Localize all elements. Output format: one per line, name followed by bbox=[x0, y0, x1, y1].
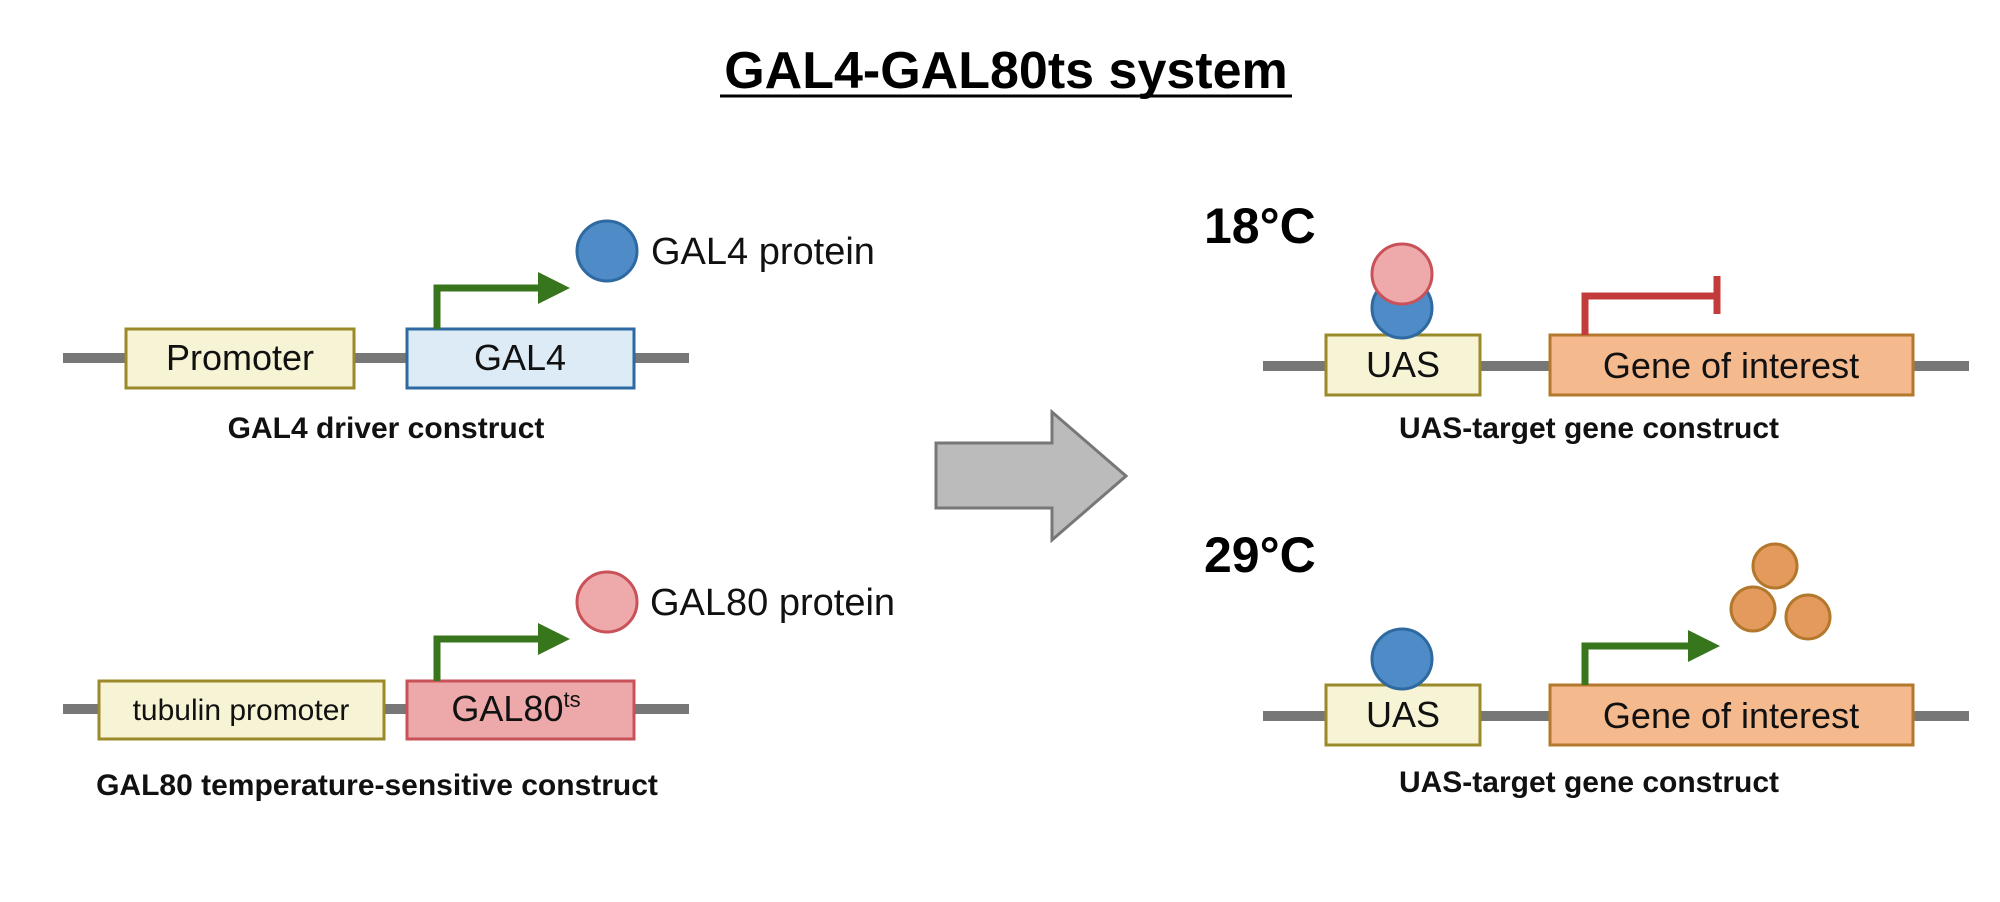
expressed-protein-icon bbox=[1751, 542, 1799, 590]
gal4-gene-box bbox=[405, 327, 636, 390]
temperature-label-18c: 18°C bbox=[1204, 198, 1316, 254]
transcription-arrow bbox=[433, 284, 540, 329]
transcription-arrow bbox=[433, 635, 540, 681]
expressed-protein-icon bbox=[1784, 593, 1832, 641]
uas-label: UAS bbox=[1366, 344, 1440, 385]
tubulin-promoter-label: tubulin promoter bbox=[133, 694, 350, 727]
transcription-arrowhead bbox=[1688, 630, 1720, 662]
condition-18c: 18°C UAS Gene of interest UAS-target gen… bbox=[1204, 198, 1969, 445]
expressed-protein-icon bbox=[1729, 585, 1777, 633]
gal4-protein-label: GAL4 protein bbox=[651, 231, 875, 273]
gene-of-interest-label: Gene of interest bbox=[1603, 345, 1859, 386]
gene-of-interest-label: Gene of interest bbox=[1603, 695, 1859, 736]
gal80-construct-caption: GAL80 temperature-sensitive construct bbox=[96, 769, 658, 802]
transcription-arrow bbox=[1581, 642, 1690, 685]
transcription-arrowhead bbox=[538, 623, 570, 655]
promoter-box bbox=[124, 327, 356, 390]
blocked-transcription-arrow bbox=[1581, 292, 1717, 335]
gal80-protein-label: GAL80 protein bbox=[650, 582, 895, 624]
promoter-label: Promoter bbox=[166, 337, 314, 378]
uas-box bbox=[1324, 333, 1482, 397]
big-right-arrow bbox=[934, 408, 1129, 544]
tubulin-promoter-box bbox=[97, 679, 386, 741]
gal4-protein-icon bbox=[575, 219, 639, 283]
gal80-superscript: ts bbox=[563, 687, 580, 712]
gal80-gene-box bbox=[405, 679, 636, 741]
gal4-driver-caption: GAL4 driver construct bbox=[228, 412, 545, 445]
transcription-arrowhead bbox=[538, 272, 570, 304]
gal4-driver-construct: Promoter GAL4 GAL4 protein GAL4 driver c… bbox=[63, 219, 875, 445]
gal80-ts-construct: tubulin promoter GAL80ts GAL80 protein G… bbox=[63, 570, 895, 802]
temperature-label-29c: 29°C bbox=[1204, 527, 1316, 583]
gal4-gene-label: GAL4 bbox=[474, 337, 566, 378]
gene-of-interest-box bbox=[1548, 333, 1915, 397]
uas-label: UAS bbox=[1366, 694, 1440, 735]
gal80-protein-icon bbox=[575, 570, 639, 634]
gal4-protein-icon bbox=[1370, 627, 1434, 691]
condition-29c: 29°C UAS Gene of interest UAS-target gen… bbox=[1204, 527, 1969, 799]
diagram-title: GAL4-GAL80ts system bbox=[724, 42, 1288, 100]
uas-construct-caption-29c: UAS-target gene construct bbox=[1399, 766, 1779, 799]
gal80-gene-label: GAL80ts bbox=[451, 687, 580, 729]
gene-of-interest-box bbox=[1548, 683, 1915, 747]
gal80-protein-icon bbox=[1370, 242, 1434, 306]
uas-construct-caption-18c: UAS-target gene construct bbox=[1399, 412, 1779, 445]
